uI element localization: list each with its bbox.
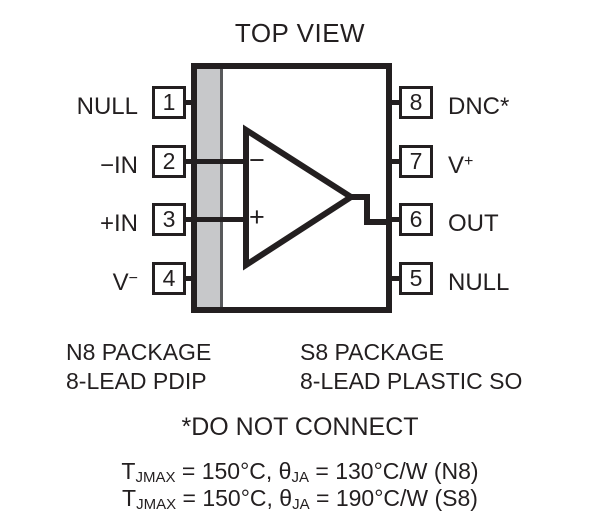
- theta-subscript-s8: JA: [292, 496, 310, 513]
- lead-pin-7: [388, 159, 400, 164]
- pin-label-4: V−: [8, 264, 138, 298]
- lead-pin-5: [388, 276, 400, 281]
- page-title: TOP VIEW: [234, 18, 366, 48]
- pin-number-box-4[interactable]: 4: [152, 262, 186, 295]
- tjmax-subscript-n8: JMAX: [135, 469, 176, 486]
- pin-number-box-2[interactable]: 2: [152, 145, 186, 178]
- inverting-input-sign: −: [249, 145, 265, 175]
- pin-number-box-5[interactable]: 5: [399, 262, 433, 295]
- footnote-do-not-connect: *DO NOT CONNECT: [181, 413, 419, 441]
- package-desc-s8: 8-LEAD PLASTIC SO: [300, 368, 523, 394]
- package-name-s8: S8 PACKAGE: [300, 339, 445, 365]
- package-outline: [191, 63, 392, 313]
- tjmax-value-n8: = 150°C,: [175, 458, 279, 484]
- thermal-spec-s8: TJMAX = 150°C, θJA = 190°C/W (S8): [0, 485, 600, 518]
- thermal-spec-n8: TJMAX = 150°C, θJA = 130°C/W (N8): [0, 458, 600, 491]
- lead-pin-6: [388, 217, 400, 222]
- pin-label-3: +IN: [8, 205, 138, 239]
- pin-label-5-text: NULL: [448, 269, 510, 296]
- theta-subscript-n8: JA: [291, 469, 309, 486]
- tjmax-subscript-s8: JMAX: [136, 496, 177, 513]
- lead-pin-2: [186, 159, 196, 164]
- tjmax-symbol-n8: T: [121, 458, 136, 484]
- package-caption-n8: N8 PACKAGE 8-LEAD PDIP: [66, 338, 211, 396]
- trace-inverting-input: [196, 159, 246, 164]
- theta-symbol-n8: θ: [278, 458, 292, 484]
- tjmax-value-s8: = 150°C,: [176, 485, 280, 511]
- theta-value-s8: = 190°C/W (S8): [309, 485, 478, 511]
- pin-number-box-3[interactable]: 3: [152, 203, 186, 236]
- pin-label-1: NULL: [8, 88, 138, 122]
- pin-label-6: OUT: [448, 205, 598, 239]
- pin1-indicator-stripe: [197, 69, 223, 307]
- pin-number-box-6[interactable]: 6: [399, 203, 433, 236]
- pin-label-2: −IN: [8, 147, 138, 181]
- lead-pin-1: [186, 100, 196, 105]
- pin-number-box-7[interactable]: 7: [399, 145, 433, 178]
- lead-pin-3: [186, 217, 196, 222]
- tjmax-symbol-s8: T: [122, 485, 137, 511]
- package-caption-s8: S8 PACKAGE 8-LEAD PLASTIC SO: [300, 338, 522, 396]
- pin-label-1-text: NULL: [76, 93, 138, 120]
- opamp-output-trace: [349, 194, 392, 225]
- pin-label-8-text: DNC*: [448, 93, 510, 120]
- pin-label-7-sup: +: [464, 153, 474, 170]
- package-desc-n8: 8-LEAD PDIP: [66, 368, 207, 394]
- theta-value-n8: = 130°C/W (N8): [308, 458, 479, 484]
- lead-pin-4: [186, 276, 196, 281]
- pin-number-box-1[interactable]: 1: [152, 86, 186, 119]
- pin-label-8: DNC*: [448, 88, 598, 122]
- trace-noninverting-input: [196, 217, 246, 222]
- pin-label-7-text: V: [448, 152, 465, 179]
- pin-label-4-text: V: [112, 269, 129, 296]
- theta-symbol-s8: θ: [279, 485, 293, 511]
- pin-label-6-text: OUT: [448, 210, 499, 237]
- noninverting-input-sign: +: [249, 202, 265, 232]
- package-name-n8: N8 PACKAGE: [66, 339, 212, 365]
- pin-number-box-8[interactable]: 8: [399, 86, 433, 119]
- lead-pin-8: [388, 100, 400, 105]
- opamp-symbol: [243, 124, 392, 271]
- pin-label-2-text: −IN: [99, 152, 138, 179]
- pin-label-4-sup: −: [128, 270, 138, 287]
- pin-label-3-text: +IN: [99, 210, 138, 237]
- pin-label-7: V+: [448, 147, 598, 181]
- opamp-triangle: [243, 124, 357, 271]
- pin-label-5: NULL: [448, 264, 598, 298]
